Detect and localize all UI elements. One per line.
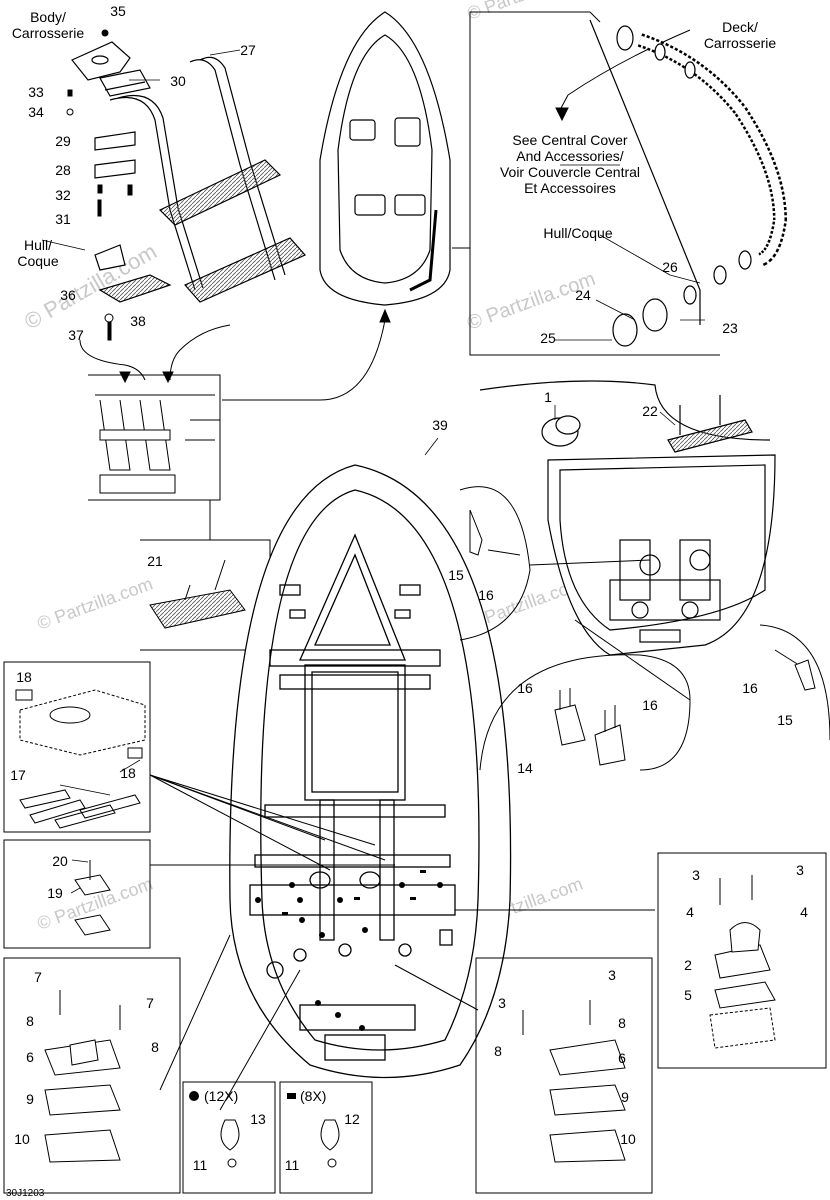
drawing-code: 30J1203 (6, 1188, 45, 1199)
ladder-detail (88, 374, 221, 501)
callout-30: 30 (170, 73, 186, 89)
callout-12: 12 (344, 1111, 360, 1127)
callout-27: 27 (240, 42, 256, 58)
label-see-central-3: Voir Couvercle Central (500, 164, 640, 180)
callout-24: 24 (575, 287, 591, 303)
callout-16-a: 16 (478, 587, 494, 603)
callout-16-b: 16 (517, 680, 533, 696)
callout-13: 13 (250, 1111, 266, 1127)
label-deck: Deck/ (722, 19, 758, 35)
text-labels: Body/ Carrosserie Deck/ Carrosserie Hull… (6, 9, 776, 1199)
callout-8-c: 8 (618, 1015, 626, 1031)
callout-19: 19 (47, 885, 63, 901)
round-clip-symbol (189, 1091, 199, 1101)
callout-leaders (41, 49, 705, 894)
callout-3-a: 3 (692, 867, 700, 883)
callout-26: 26 (662, 259, 678, 275)
callout-39: 39 (432, 417, 448, 433)
callout-23: 23 (722, 320, 738, 336)
callout-1: 1 (544, 389, 552, 405)
callout-35: 35 (110, 3, 126, 19)
engine-compartment (479, 380, 776, 656)
callout-4-a: 4 (686, 904, 694, 920)
callout-31: 31 (55, 211, 71, 227)
callout-3-b: 3 (796, 862, 804, 878)
label-square-clip-qty: (8X) (300, 1088, 326, 1104)
label-coque: Coque (17, 253, 58, 269)
callout-8-d: 8 (494, 1043, 502, 1059)
label-hull-coque-right: Hull/Coque (543, 225, 612, 241)
vent-hose (589, 19, 788, 347)
callout-6-b: 6 (618, 1050, 626, 1066)
accessory-panel-border (452, 11, 720, 356)
clip-boxes (182, 1081, 373, 1194)
callout-18-b: 18 (120, 765, 136, 781)
callout-9-b: 9 (621, 1089, 629, 1105)
label-hull: Hull/ (24, 237, 52, 253)
callout-6-a: 6 (26, 1049, 34, 1065)
callout-7-b: 7 (146, 995, 154, 1011)
right-box-6-10 (475, 957, 653, 1194)
callout-37: 37 (68, 327, 84, 343)
callout-32: 32 (55, 187, 71, 203)
callout-16-c: 16 (642, 697, 658, 713)
callout-28: 28 (55, 162, 71, 178)
label-see-central-2: And Accessories/ (516, 148, 623, 164)
callout-36: 36 (60, 287, 76, 303)
ladder-assembly (71, 41, 306, 303)
callout-7-a: 7 (34, 969, 42, 985)
callout-15-b: 15 (777, 712, 793, 728)
callout-10-b: 10 (620, 1131, 636, 1147)
main-hull (229, 464, 512, 1079)
callout-11-b: 11 (285, 1157, 300, 1173)
hull-leaders (149, 774, 655, 1111)
callout-29: 29 (55, 133, 71, 149)
callout-4-b: 4 (800, 904, 808, 920)
right-box-2-5 (657, 852, 827, 1069)
callout-10-a: 10 (14, 1131, 30, 1147)
label-deck-carrosserie: Carrosserie (704, 35, 777, 51)
deck-view-boat (319, 11, 451, 306)
label-carrosserie: Carrosserie (12, 25, 85, 41)
callout-14: 14 (517, 760, 533, 776)
callout-17: 17 (10, 767, 26, 783)
ladder-hardware (66, 29, 133, 341)
label-body: Body/ (30, 9, 66, 25)
callout-15-a: 15 (448, 567, 464, 583)
callout-16-d: 16 (742, 680, 758, 696)
callout-9-a: 9 (26, 1091, 34, 1107)
left-box-19-20 (3, 839, 151, 949)
callout-33: 33 (28, 84, 44, 100)
callout-8-b: 8 (151, 1039, 159, 1055)
callout-34: 34 (28, 104, 44, 120)
label-round-clip-qty: (12X) (204, 1088, 238, 1104)
callout-2: 2 (684, 957, 692, 973)
clip-markers (255, 870, 443, 1031)
left-box-17-18 (3, 661, 151, 833)
bracket-details (459, 486, 830, 771)
callout-21: 21 (147, 553, 163, 569)
callout-25: 25 (540, 330, 556, 346)
callout-3-c: 3 (608, 967, 616, 983)
square-clip-symbol (287, 1093, 296, 1099)
callout-20: 20 (52, 853, 68, 869)
callout-8-a: 8 (26, 1013, 34, 1029)
callout-numbers: 35 33 34 30 27 29 28 32 31 36 37 38 26 2… (10, 3, 808, 1173)
callout-18-a: 18 (16, 669, 32, 685)
leader-curves (79, 308, 391, 540)
left-box-6-10 (3, 957, 181, 1194)
watermark-4: © Partzilla.com (35, 573, 156, 633)
callout-3-d: 3 (498, 995, 506, 1011)
label-see-central-4: Et Accessoires (524, 180, 616, 196)
label-see-central-1: See Central Cover (512, 132, 628, 148)
callout-11-a: 11 (193, 1157, 208, 1173)
callout-22: 22 (642, 403, 658, 419)
callout-5: 5 (684, 987, 692, 1003)
callout-38: 38 (130, 313, 146, 329)
